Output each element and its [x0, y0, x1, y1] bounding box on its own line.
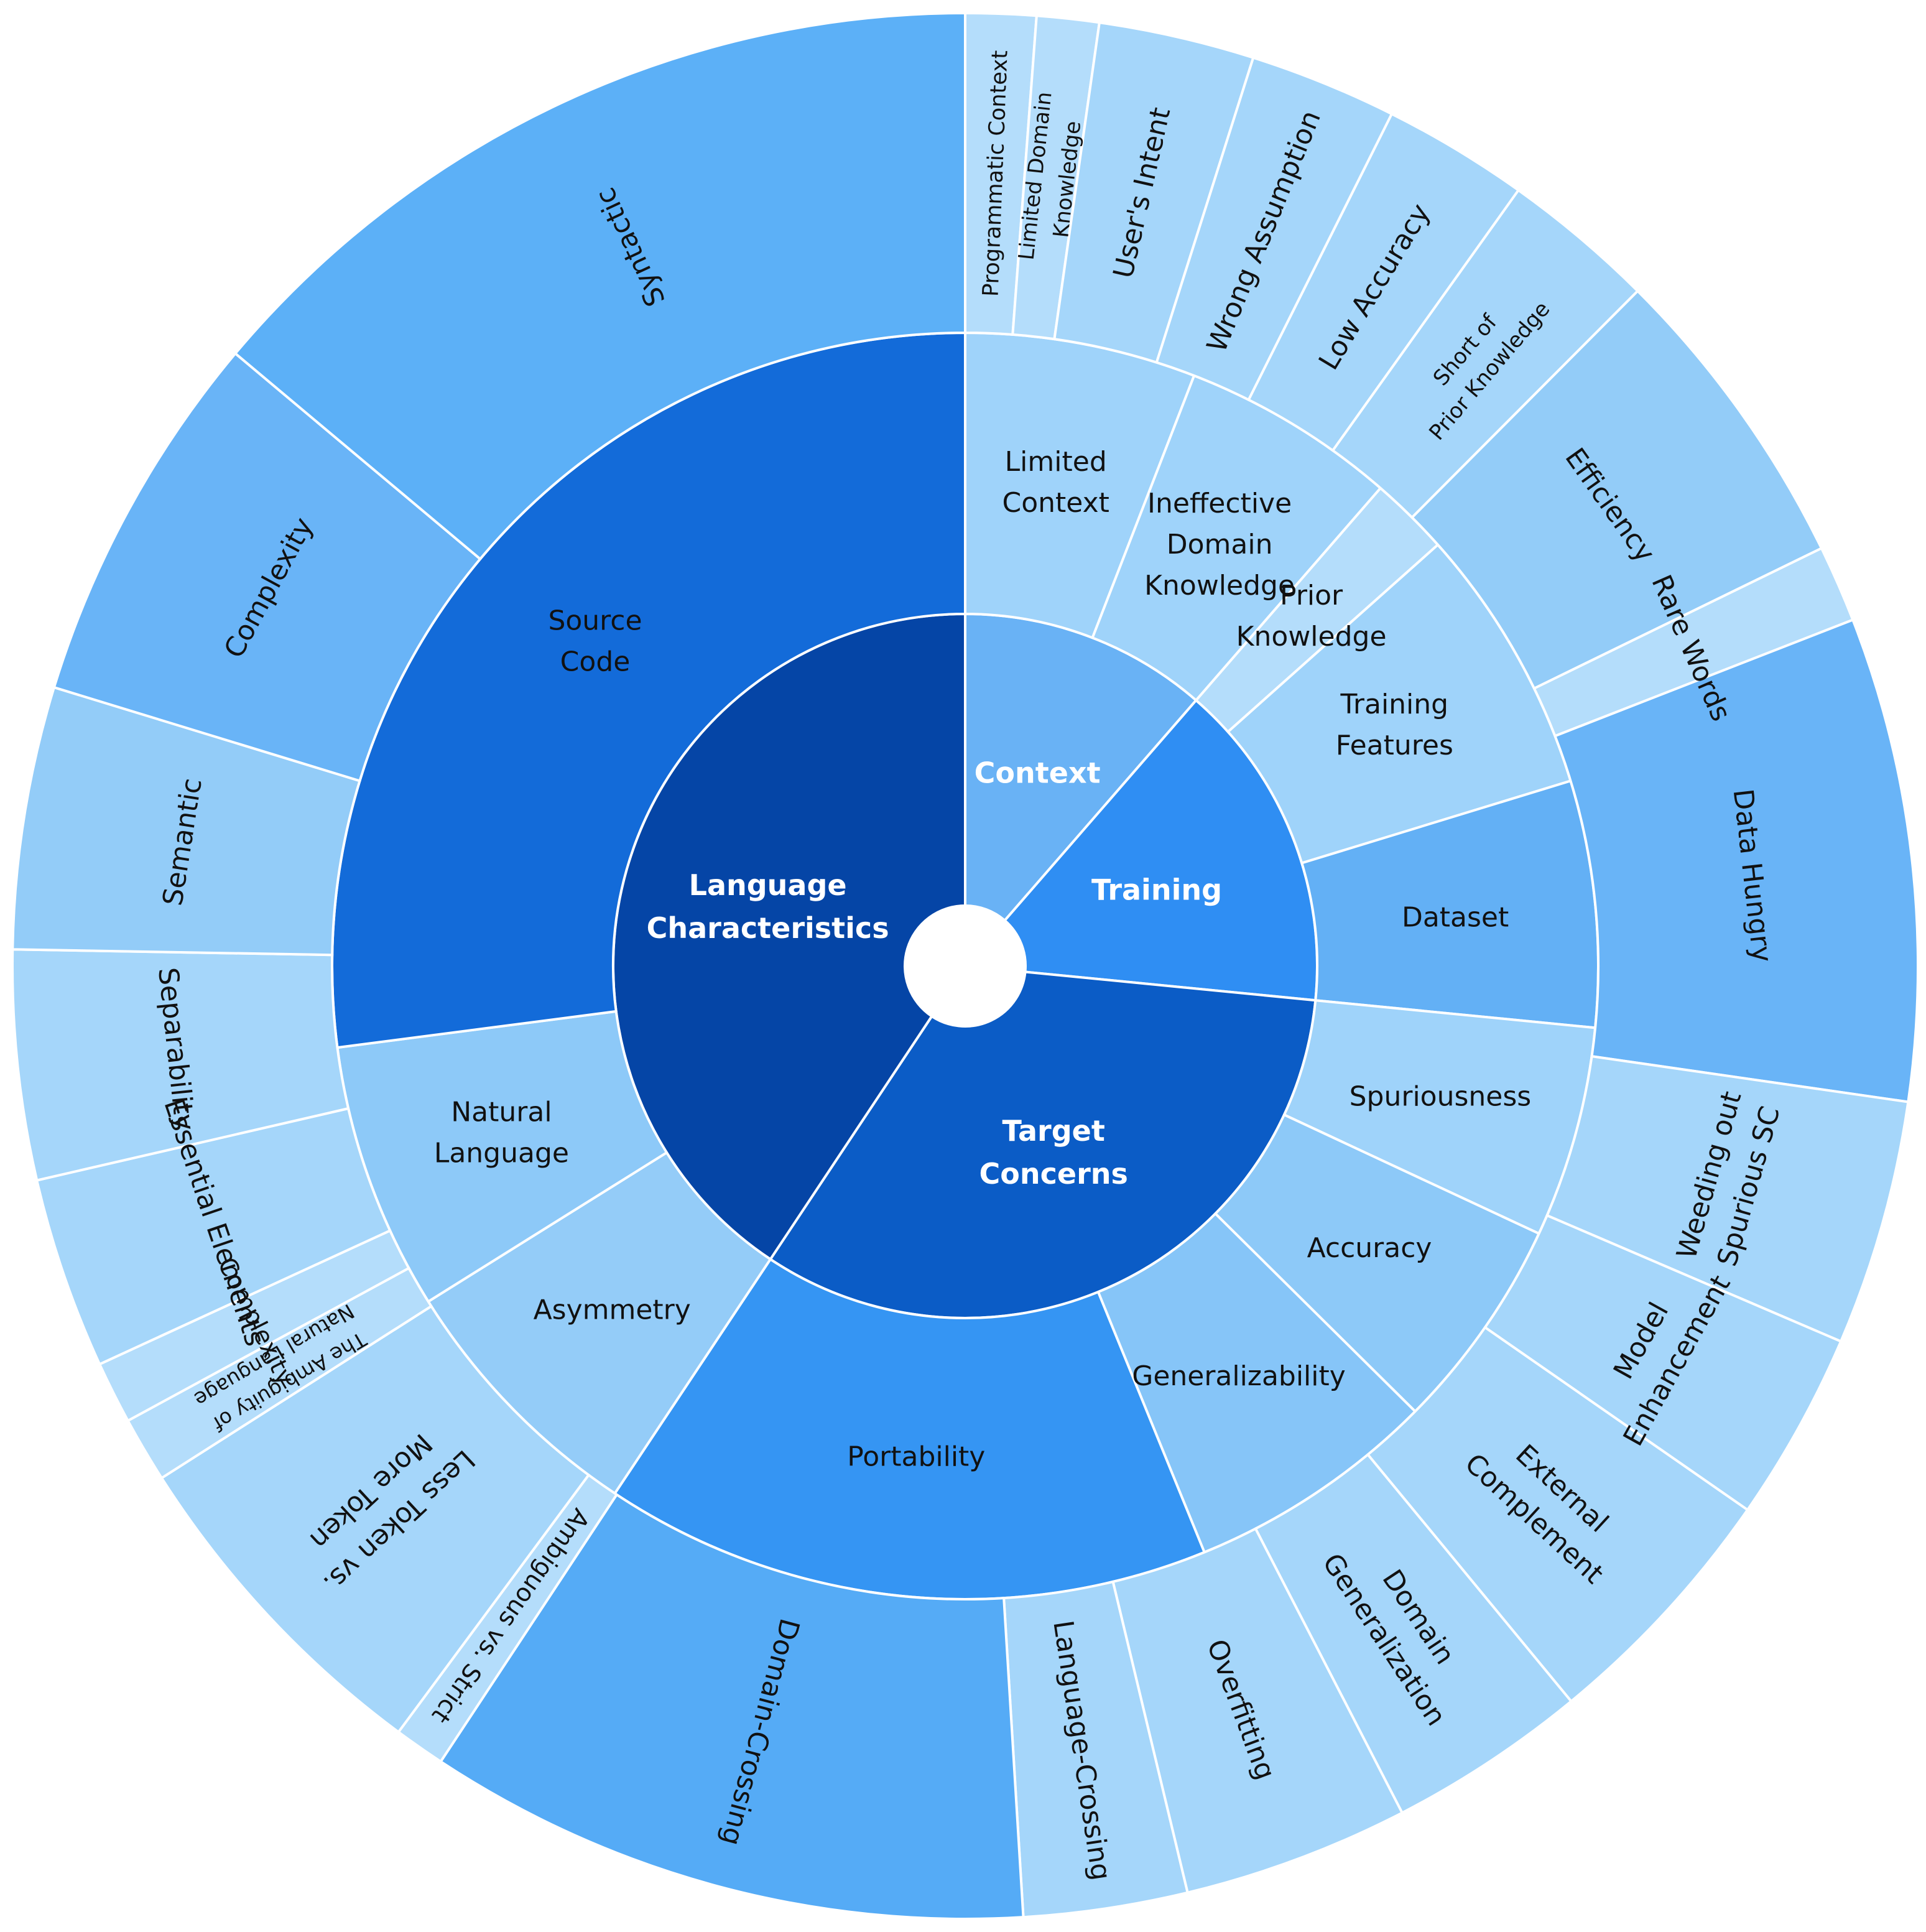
inner-label-context: Context	[975, 756, 1101, 790]
middle-label-portability: Portability	[847, 1441, 985, 1473]
outer-segment-domain-crossing	[438, 1493, 1025, 1920]
middle-label-asymmetry: Asymmetry	[534, 1294, 691, 1326]
middle-label-accuracy: Accuracy	[1307, 1232, 1432, 1264]
outer-segment-syntactic	[233, 11, 966, 561]
middle-label-generalizability: Generalizability	[1132, 1360, 1346, 1392]
inner-label-training: Training	[1091, 873, 1222, 907]
outer-ring	[11, 11, 1920, 1920]
middle-ring	[331, 331, 1600, 1600]
center-hole	[905, 906, 1026, 1026]
outer-segment-data-hungry	[1553, 618, 1920, 1103]
middle-label-dataset: Dataset	[1402, 902, 1509, 934]
middle-label-spuriousness: Spuriousness	[1350, 1080, 1532, 1112]
inner-ring	[612, 612, 1318, 1319]
